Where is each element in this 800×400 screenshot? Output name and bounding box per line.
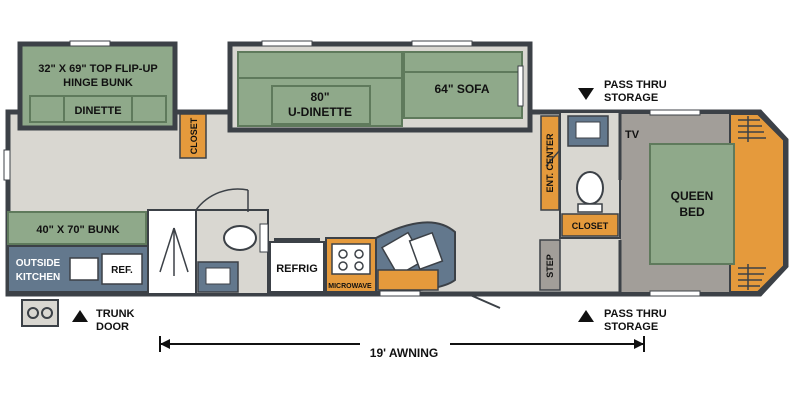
- closet-right-label: CLOSET: [572, 221, 609, 231]
- trunk-label: TRUNK: [96, 308, 135, 320]
- awning-label: 19' AWNING: [370, 346, 438, 360]
- pass-thru-bottom-arrow: [578, 310, 594, 322]
- queen-label: QUEEN: [671, 189, 714, 203]
- kitchen-label: KITCHEN: [16, 272, 60, 283]
- dinette-label: DINETTE: [74, 105, 121, 117]
- sofa: [403, 51, 523, 119]
- lower-bunk-label: 40" X 70" BUNK: [36, 224, 119, 236]
- pass-thru-bottom-label-2: STORAGE: [604, 321, 658, 333]
- ref-label: REF.: [111, 265, 133, 276]
- outside-label: OUTSIDE: [16, 258, 61, 269]
- closet-left-label: CLOSET: [189, 117, 199, 154]
- udinette-name-label: U-DINETTE: [288, 105, 352, 119]
- shower: [147, 209, 197, 295]
- bunk-hinge-label: HINGE BUNK: [63, 77, 133, 89]
- queen-bed-frame: [729, 113, 785, 293]
- pass-thru-top-label-1: PASS THRU: [604, 79, 667, 91]
- door-label: DOOR: [96, 321, 129, 333]
- lower-bunk: [7, 211, 147, 245]
- closet-right: [561, 213, 619, 237]
- step-label: STEP: [545, 254, 555, 278]
- pass-thru-bottom-label-1: PASS THRU: [604, 308, 667, 320]
- pass-thru-top-arrow: [578, 88, 594, 100]
- queen-bed: [649, 143, 735, 265]
- ent-center-label: ENT. CENTER: [545, 133, 555, 193]
- closet-left: [179, 113, 207, 159]
- udinette-size-label: 80": [310, 90, 329, 104]
- refrig-label: REFRIG: [276, 263, 318, 275]
- microwave-label: MICROWAVE: [328, 283, 372, 290]
- dinette-table: [29, 95, 167, 123]
- bunk-top-label: 32" X 69" TOP FLIP-UP: [38, 63, 157, 75]
- bed-label: BED: [679, 205, 705, 219]
- sofa-label: 64" SOFA: [434, 82, 489, 96]
- trunk-door-arrow: [72, 310, 88, 322]
- tv-label: TV: [625, 129, 640, 141]
- step: [539, 239, 561, 291]
- pass-thru-top-label-2: STORAGE: [604, 92, 658, 104]
